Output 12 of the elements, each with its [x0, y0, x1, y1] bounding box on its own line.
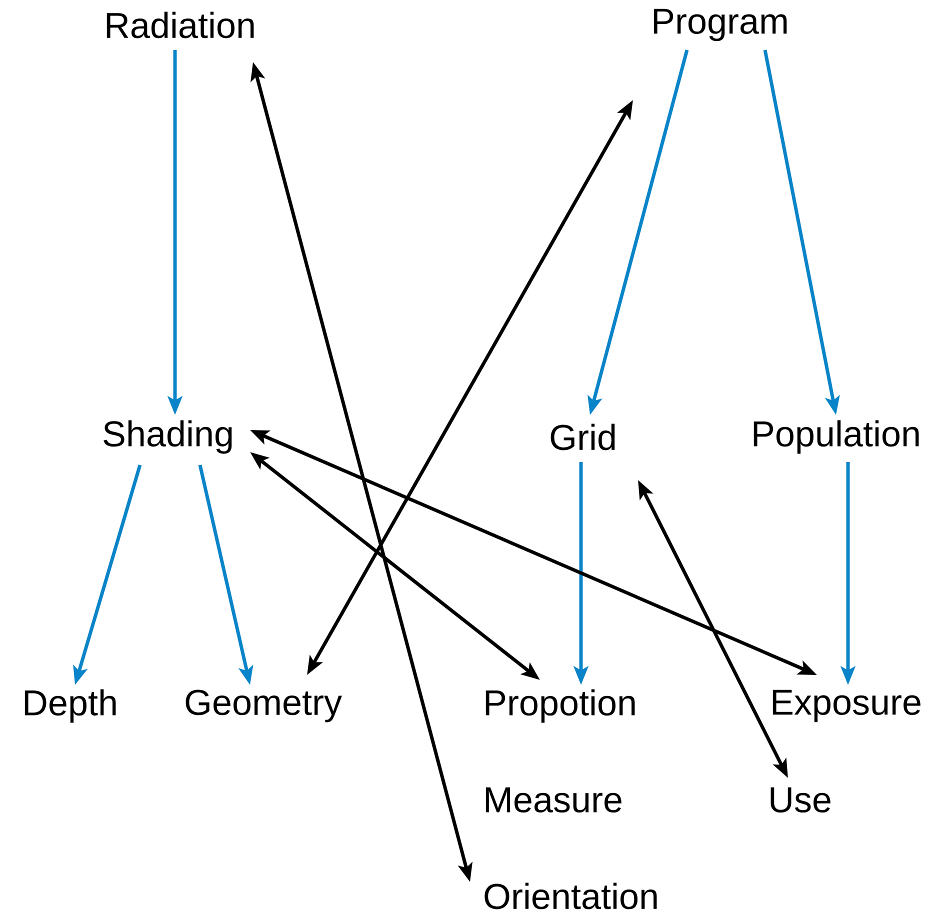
- node-label: Grid: [550, 424, 615, 450]
- node-label: Program: [654, 8, 787, 42]
- node-label: Population: [754, 420, 919, 454]
- node-label: Radiation: [106, 12, 254, 38]
- node-label: Shading: [104, 420, 232, 454]
- text-label: Measure: [486, 787, 622, 813]
- node-label: Use: [770, 787, 830, 813]
- node-label: Exposure: [772, 690, 920, 722]
- node-label: Depth: [24, 689, 116, 723]
- node-label: Propotion: [486, 689, 635, 723]
- node-label: Orientation: [484, 882, 657, 910]
- node-label: Geometry: [186, 690, 342, 722]
